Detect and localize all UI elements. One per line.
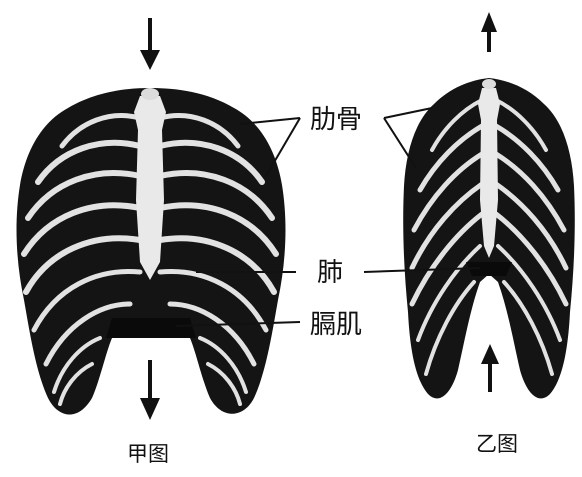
left-figure-caption: 甲图 xyxy=(127,442,169,466)
left-bottom-arrow-down xyxy=(140,360,160,420)
lung-label: 肺 xyxy=(317,258,343,288)
right-top-arrow-up xyxy=(481,12,497,52)
right-bottom-arrow-up xyxy=(481,344,499,392)
left-clavicle-notch xyxy=(141,88,159,100)
right-figure-caption: 乙图 xyxy=(476,432,518,456)
left-diaphragm-band xyxy=(106,318,196,338)
diaphragm-label: 膈肌 xyxy=(310,310,362,340)
right-clavicle-notch xyxy=(482,79,496,89)
ribs-label: 肋骨 xyxy=(310,105,362,135)
left-top-arrow-down xyxy=(140,18,160,70)
ribs-leader-left-2 xyxy=(266,118,300,176)
